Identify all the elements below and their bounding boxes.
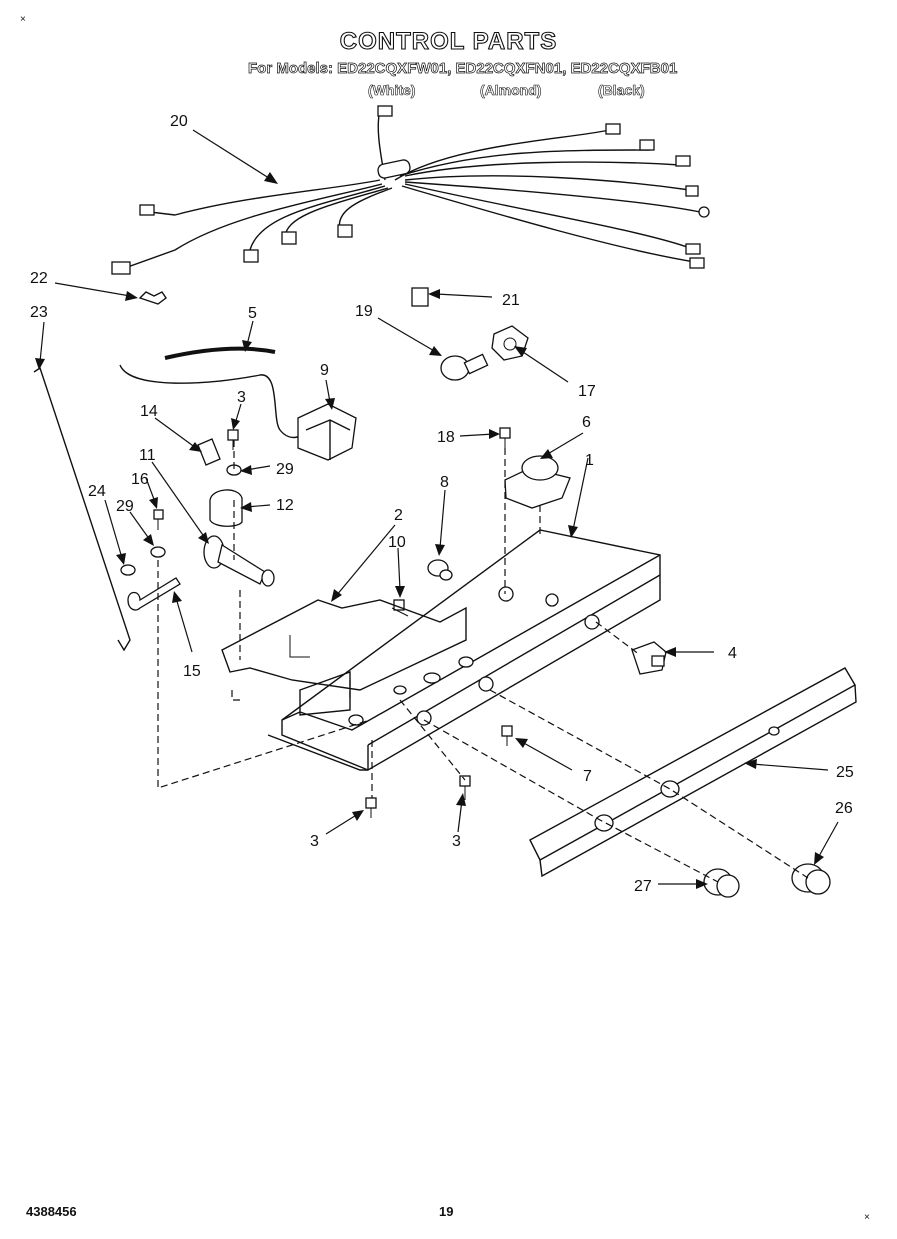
callout-26: 26 <box>835 800 853 817</box>
assembly-guide-lines <box>157 440 809 883</box>
callout-20: 20 <box>170 113 188 130</box>
corner-mark: × <box>20 14 26 25</box>
callout-1: 1 <box>585 452 594 469</box>
washer <box>120 564 136 576</box>
callout-3: 3 <box>310 833 319 850</box>
clip-22 <box>138 291 167 305</box>
light-bulb <box>440 353 489 381</box>
variant-black: (Black) <box>598 82 645 99</box>
control-shaft <box>203 535 275 587</box>
part-number: 4388456 <box>26 1204 77 1219</box>
mounting-bracket <box>221 599 467 691</box>
callout-11: 11 <box>139 447 156 464</box>
clamp <box>209 489 243 527</box>
callout-15: 15 <box>183 663 201 680</box>
callout-8: 8 <box>440 474 449 491</box>
tube <box>164 346 276 360</box>
callout-19: 19 <box>355 303 373 320</box>
bracket <box>197 438 221 466</box>
callout-labels: 1 2 3 3 3 4 5 6 7 8 9 10 11 12 14 15 16 … <box>30 113 854 895</box>
leader-lines <box>35 129 839 889</box>
callout-29: 29 <box>276 461 294 478</box>
callout-24: 24 <box>88 483 106 500</box>
callout-5: 5 <box>248 305 257 322</box>
variant-almond: (Almond) <box>480 82 542 99</box>
grommet <box>427 559 453 581</box>
callout-16: 16 <box>131 471 149 488</box>
lever <box>127 577 181 611</box>
callout-17: 17 <box>578 383 596 400</box>
callout-3: 3 <box>237 389 246 406</box>
callout-27: 27 <box>634 878 652 895</box>
screw <box>499 427 511 448</box>
control-housing <box>267 529 661 771</box>
corner-mark: × <box>864 1212 870 1223</box>
screw <box>365 797 377 818</box>
callout-23: 23 <box>30 304 48 321</box>
clip-21 <box>411 287 429 307</box>
control-rod <box>33 366 131 652</box>
thermostat <box>119 364 357 461</box>
callout-6: 6 <box>582 414 591 431</box>
control-panel <box>529 667 857 878</box>
callout-7: 7 <box>583 768 592 785</box>
screw <box>501 725 513 746</box>
screw <box>459 775 471 800</box>
wire-harness <box>111 105 710 275</box>
page-number: 19 <box>439 1204 454 1219</box>
callout-14: 14 <box>140 403 158 420</box>
variant-white: (White) <box>368 82 416 99</box>
callout-12: 12 <box>276 497 294 514</box>
callout-9: 9 <box>320 362 329 379</box>
callout-3: 3 <box>452 833 461 850</box>
screw <box>153 509 164 530</box>
callout-29: 29 <box>116 498 134 515</box>
callout-2: 2 <box>394 507 403 524</box>
callout-25: 25 <box>836 764 854 781</box>
knob <box>703 868 740 898</box>
page-title: CONTROL PARTS <box>339 27 558 55</box>
defrost-timer <box>504 455 571 509</box>
callout-10: 10 <box>388 534 406 551</box>
screw <box>227 429 239 450</box>
callout-22: 22 <box>30 270 48 287</box>
knob <box>791 863 831 895</box>
switch <box>631 641 667 675</box>
washer <box>150 546 166 558</box>
callout-21: 21 <box>502 292 520 309</box>
callout-18: 18 <box>437 429 455 446</box>
callout-4: 4 <box>728 645 737 662</box>
models-line: For Models: ED22CQXFW01, ED22CQXFN01, ED… <box>248 60 678 78</box>
